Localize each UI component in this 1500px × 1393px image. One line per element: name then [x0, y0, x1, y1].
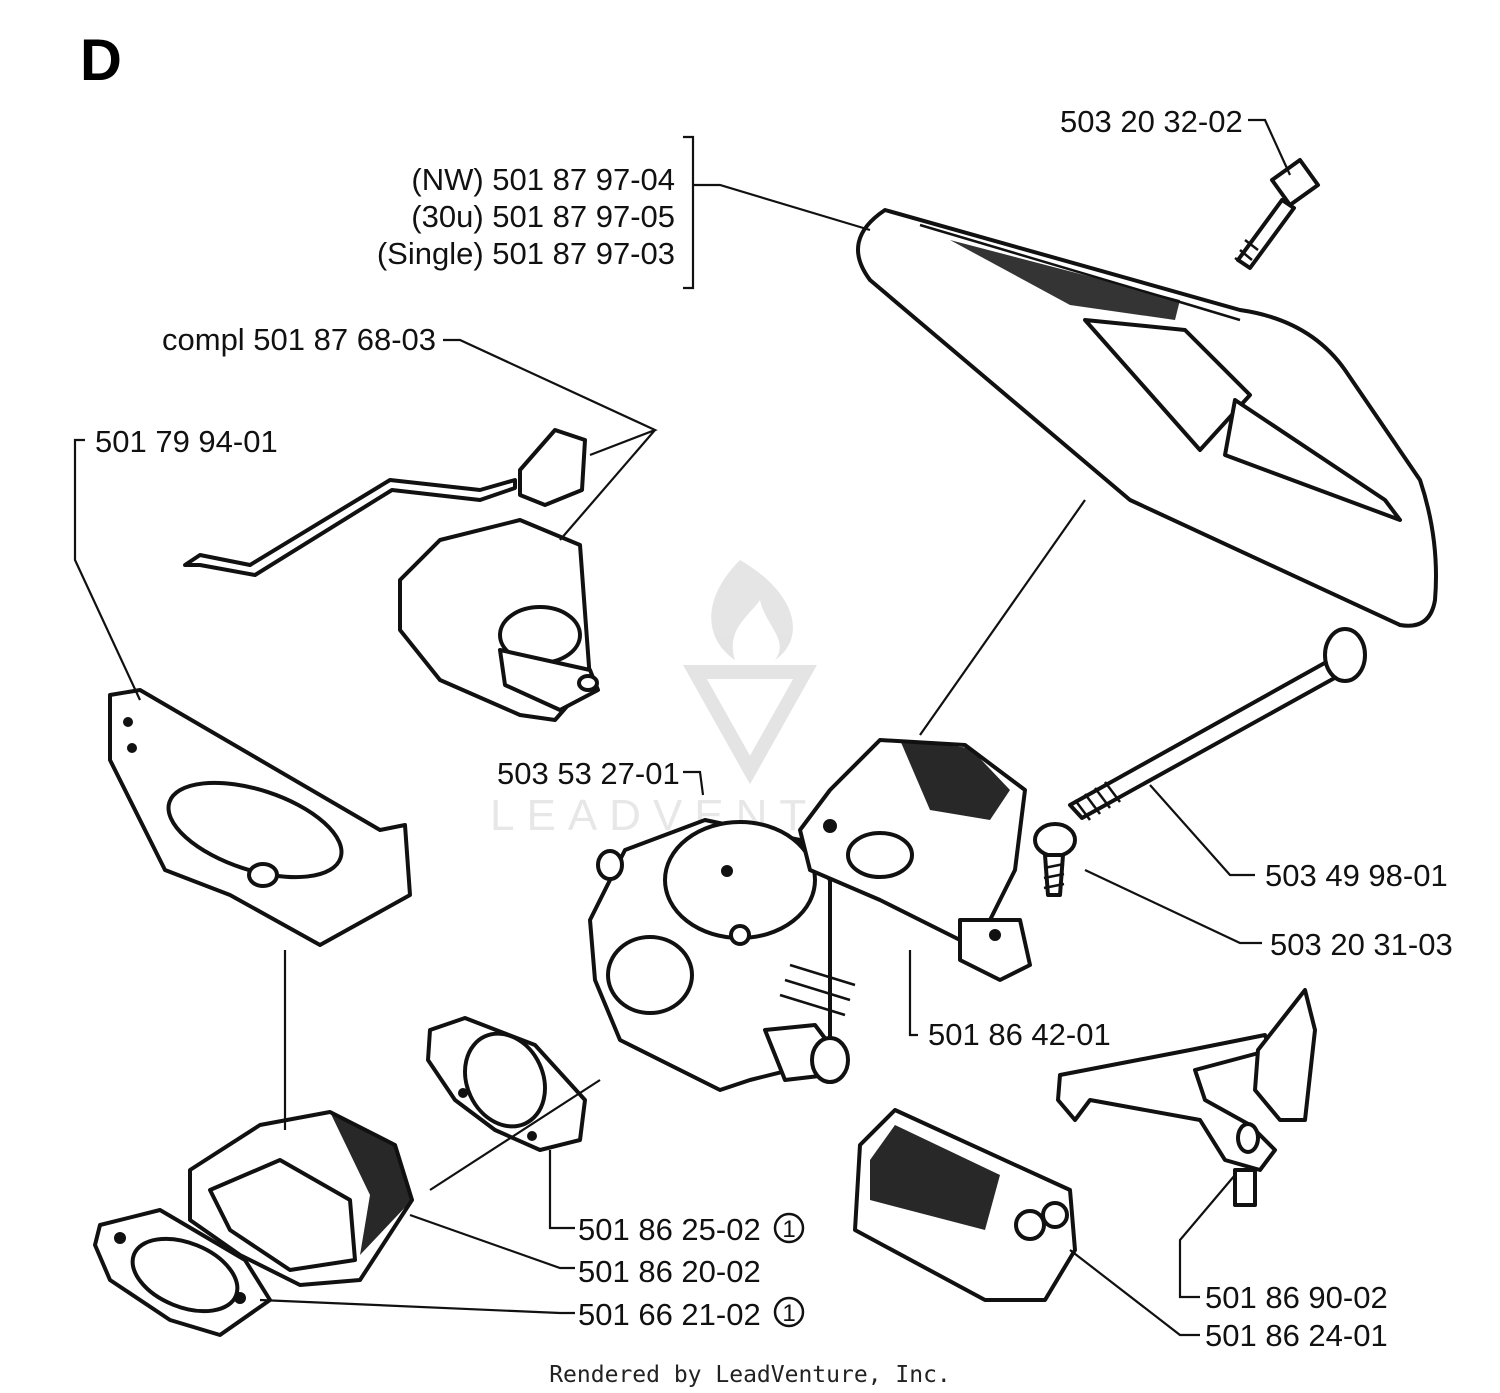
gasket-501-86-25-02 — [426, 1016, 587, 1152]
callout-501-86-20-02: 501 86 20-02 — [578, 1254, 761, 1289]
screw-503-20-31-03 — [1033, 822, 1077, 897]
callout-single: (Single) 501 87 97-03 — [377, 236, 675, 271]
note-marker-text: 1 — [782, 1300, 795, 1327]
choke-lever-501-86-90-02 — [1056, 988, 1317, 1207]
note-marker-1b: 1 — [773, 1296, 805, 1328]
note-marker-1a: 1 — [773, 1212, 805, 1244]
callout-503-20-31-03: 503 20 31-03 — [1270, 927, 1453, 962]
air-filter-cover — [856, 208, 1438, 628]
intake-adapter-501-86-42-01 — [798, 738, 1032, 982]
footer-credit: Rendered by LeadVenture, Inc. — [549, 1362, 951, 1388]
gasket-501-66-21-02 — [93, 1208, 272, 1337]
bolt-503-49-98-01 — [1068, 627, 1367, 821]
callout-503-20-32-02: 503 20 32-02 — [1060, 104, 1243, 139]
leader-lines — [73, 118, 1292, 1337]
callout-501-66-21-02: 501 66 21-02 — [578, 1297, 761, 1332]
note-marker-text: 1 — [782, 1216, 795, 1243]
choke-assembly — [183, 428, 600, 722]
callout-nw: (NW) 501 87 97-04 — [411, 162, 675, 197]
callout-501-86-24-01: 501 86 24-01 — [1205, 1318, 1388, 1353]
callout-compl-501-87-68-03: compl 501 87 68-03 — [162, 322, 436, 357]
screw-503-20-32-02 — [1234, 158, 1320, 270]
carburetor-503-53-27-01 — [588, 818, 856, 1092]
callout-501-86-25-02: 501 86 25-02 — [578, 1212, 761, 1247]
air-filter-501-86-24-01 — [853, 1108, 1077, 1302]
callout-501-79-94-01: 501 79 94-01 — [95, 424, 278, 459]
callout-501-86-42-01: 501 86 42-01 — [928, 1017, 1111, 1052]
callout-503-53-27-01: 503 53 27-01 — [497, 756, 680, 791]
callout-503-49-98-01: 503 49 98-01 — [1265, 858, 1448, 893]
callout-501-86-90-02: 501 86 90-02 — [1205, 1280, 1388, 1315]
section-letter: D — [80, 28, 122, 93]
intake-elbow-501-86-20-02 — [188, 1110, 414, 1287]
callout-30u: (30u) 501 87 97-05 — [411, 199, 675, 234]
adapter-plate-501-79-94-01 — [108, 688, 412, 947]
part-callouts: 503 20 32-02 (NW) 501 87 97-04 (30u) 501… — [95, 104, 1453, 1353]
